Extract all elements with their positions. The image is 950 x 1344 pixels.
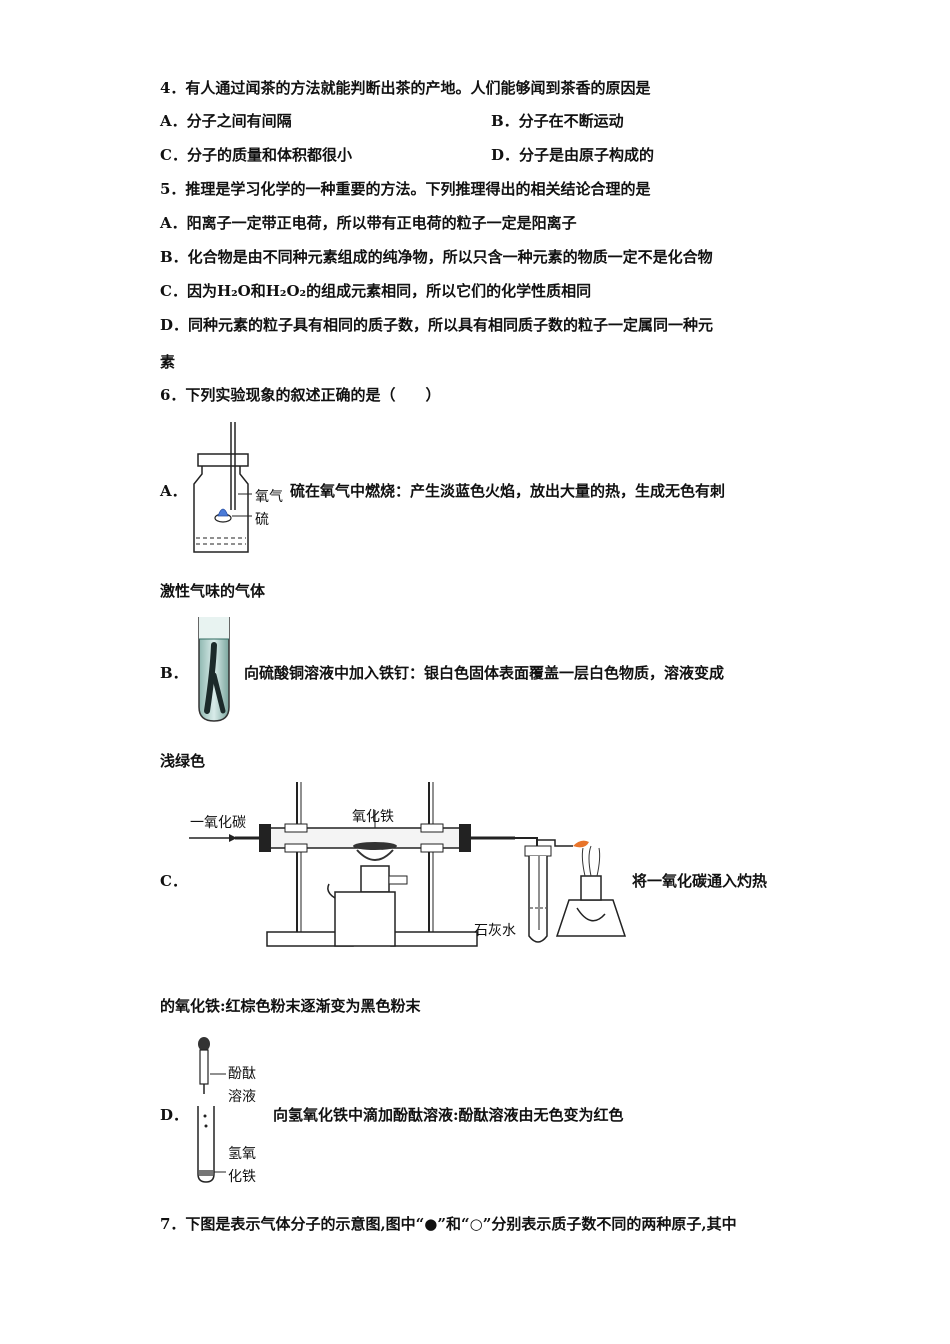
- q6-c-text-line1: 将一氧化碳通入灼热: [632, 872, 768, 890]
- q4-option-b: B．分子在不断运动: [491, 112, 624, 130]
- q6-b-text-line2: 浅绿色: [160, 752, 206, 770]
- q6-c-text-line2: 的氧化铁:红棕色粉末逐渐变为黑色粉末: [160, 997, 421, 1015]
- q5-option-c: C．因为H₂O和H₂O₂的组成元素相同，所以它们的化学性质相同: [160, 282, 592, 300]
- fig-label-phenol-1: 酚酞: [228, 1066, 256, 1082]
- fig-label-phenol-2: 溶液: [228, 1089, 256, 1105]
- q4-option-a: A．分子之间有间隔: [160, 112, 292, 130]
- co-reduction-apparatus-figure: [189, 782, 627, 947]
- fig-label-co: 一氧化碳: [190, 815, 246, 831]
- fig-label-sulfur: 硫: [255, 512, 269, 528]
- q6-b-text-line1: 向硫酸铜溶液中加入铁钉：银白色固体表面覆盖一层白色物质，溶液变成: [244, 664, 725, 682]
- fig-label-feoh-2: 化铁: [228, 1169, 256, 1185]
- q6-c-label: C．: [160, 872, 187, 890]
- fig-label-feoh-1: 氢氧: [228, 1146, 256, 1162]
- q7-stem: 7．下图是表示气体分子的示意图,图中“●”和“○”分别表示质子数不同的两种原子,…: [160, 1215, 737, 1233]
- q4-option-d: D．分子是由原子构成的: [491, 146, 655, 164]
- q5-option-d-line2: 素: [160, 353, 176, 371]
- q5-option-d-line1: D．同种元素的粒子具有相同的质子数，所以具有相同质子数的粒子一定属同一种元: [160, 316, 714, 334]
- q6-stem: 6．下列实验现象的叙述正确的是（ ）: [160, 386, 441, 404]
- sulfur-combustion-figure: [193, 422, 252, 553]
- q4-stem: 4．有人通过闻茶的方法就能判断出茶的产地。人们能够闻到茶香的原因是: [160, 79, 651, 97]
- q6-d-text: 向氢氧化铁中滴加酚酞溶液:酚酞溶液由无色变为红色: [273, 1106, 624, 1124]
- q5-option-a: A．阳离子一定带正电荷，所以带有正电荷的粒子一定是阳离子: [160, 214, 577, 232]
- dropper-test-tube-figure: [197, 1037, 226, 1183]
- fig-label-fe2o3: 氧化铁: [352, 809, 394, 825]
- q4-option-c: C．分子的质量和体积都很小: [160, 146, 352, 164]
- test-tube-iron-nail-figure: [198, 617, 230, 722]
- q6-b-label: B．: [160, 664, 188, 682]
- q5-option-b: B．化合物是由不同种元素组成的纯净物，所以只含一种元素的物质一定不是化合物: [160, 248, 713, 266]
- q5-stem: 5．推理是学习化学的一种重要的方法。下列推理得出的相关结论合理的是: [160, 180, 651, 198]
- q6-a-text-line1: 硫在氧气中燃烧：产生淡蓝色火焰，放出大量的热，生成无色有刺: [290, 482, 726, 500]
- fig-label-oxygen: 氧气: [255, 489, 283, 505]
- q6-a-text-line2: 激性气味的气体: [160, 582, 266, 600]
- q6-a-label: A．: [160, 482, 187, 500]
- fig-label-limewater: 石灰水: [474, 923, 516, 939]
- q6-d-label: D．: [160, 1106, 189, 1124]
